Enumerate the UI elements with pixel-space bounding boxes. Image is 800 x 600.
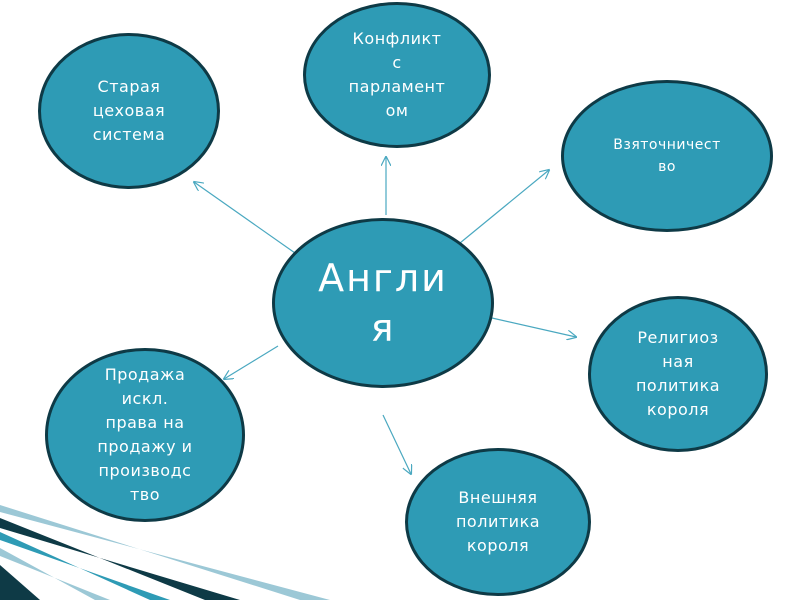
corner-decoration xyxy=(0,505,330,600)
arrow-to-guild xyxy=(194,182,296,254)
node-parliament-conflict: Конфликт с парламент ом xyxy=(303,2,491,148)
node-bribery-label: Взяточничест во xyxy=(613,137,721,175)
center-node-label: Англи я xyxy=(318,256,448,350)
arrow-to-monopoly xyxy=(224,345,279,379)
arrow-to-foreign xyxy=(382,414,411,474)
node-religious-policy: Религиоз ная политика короля xyxy=(588,296,768,452)
node-religious-policy-label: Религиоз ная политика короля xyxy=(635,328,721,419)
node-foreign-policy: Внешняя политика короля xyxy=(405,448,591,596)
node-guild-system-label: Старая цеховая система xyxy=(92,77,166,144)
node-monopoly-sale: Продажа искл. права на продажу и произво… xyxy=(45,348,245,522)
node-monopoly-sale-label: Продажа искл. права на продажу и произво… xyxy=(97,365,193,504)
node-foreign-policy-label: Внешняя политика короля xyxy=(455,488,541,555)
node-parliament-conflict-label: Конфликт с парламент ом xyxy=(348,29,446,120)
arrow-to-bribery xyxy=(459,170,549,244)
node-guild-system: Старая цеховая система xyxy=(38,33,220,189)
arrow-to-religion xyxy=(491,317,576,337)
center-node: Англи я xyxy=(272,218,494,388)
node-bribery: Взяточничест во xyxy=(561,80,773,232)
